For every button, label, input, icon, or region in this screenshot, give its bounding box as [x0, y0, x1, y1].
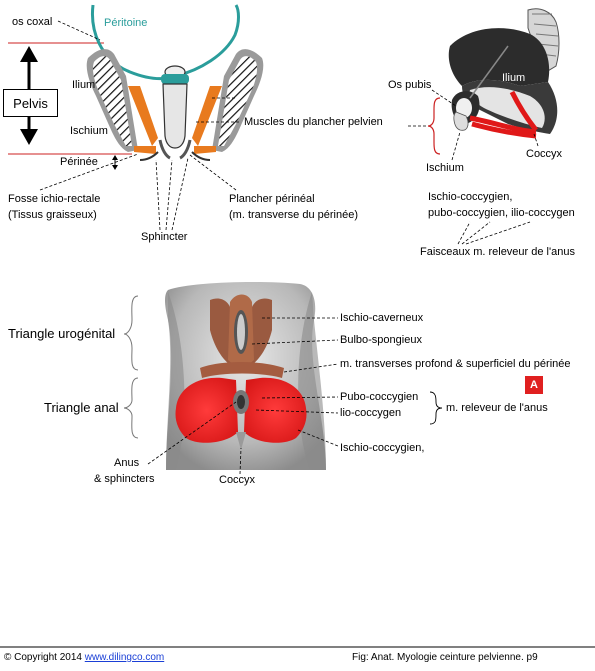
bulbo-spongieux-label: Bulbo-spongieux [340, 334, 422, 346]
os-pubis-label: Os pubis [388, 79, 432, 91]
transverse-perinee-label: (m. transverse du périnée) [229, 209, 358, 221]
pubo-coccygien-label: Pubo-coccygien [340, 391, 419, 403]
figure-caption: Fig: Anat. Myologie ceinture pelvienne. … [352, 652, 538, 663]
ischium-label: Ischium [70, 125, 108, 137]
ischio-coccygien-perineum-label: Ischio-coccygien, [340, 442, 425, 454]
ischium-side-label: Ischium [426, 162, 464, 174]
plancher-perineal-label: Plancher périnéal [229, 193, 315, 205]
releveur-anus-label: m. releveur de l'anus [446, 402, 548, 414]
ischio-caverneux-label: Ischio-caverneux [340, 312, 424, 324]
figure-badge-a: A [525, 376, 543, 394]
ilium-label: Ilium [72, 79, 96, 91]
triangle-urogenital-label: Triangle urogénital [8, 326, 116, 341]
ischio-coccygien-label: Ischio-coccygien, [428, 191, 513, 203]
perineum-view [123, 282, 443, 475]
sphincter-label: Sphincter [141, 231, 188, 243]
peritoine-label: Péritoine [104, 17, 148, 29]
footer-copyright: © Copyright 2014 www.dilingco.com [4, 652, 164, 663]
perinee-label: Périnée [60, 156, 98, 168]
pelvis-side-view [408, 8, 560, 245]
pelvic-section-diagram [8, 4, 264, 231]
ilio-coccygen-label: lio-coccygen [340, 407, 402, 419]
ilium-side-label: Ilium [502, 72, 526, 84]
coccyx-perineum-label: Coccyx [219, 474, 256, 486]
copyright-text: © Copyright 2014 [4, 652, 82, 663]
sphincters-label: & sphincters [94, 473, 155, 485]
transverses-label: m. transverses profond & superficiel du … [340, 358, 571, 370]
pelvis-label-box: Pelvis [3, 89, 58, 117]
fosse-ischio-rectale-label: Fosse ichio-rectale [8, 193, 101, 205]
pubo-ilio-coccygien-label: pubo-coccygien, ilio-coccygen [428, 207, 575, 219]
faisceaux-label: Faisceaux m. releveur de l'anus [420, 246, 575, 258]
os-coxal-label: os coxal [12, 16, 53, 28]
site-link[interactable]: www.dilingco.com [84, 652, 165, 663]
tissus-graisseux-label: (Tissus graisseux) [8, 209, 97, 221]
anus-label: Anus [114, 457, 140, 469]
triangle-anal-label: Triangle anal [44, 400, 119, 415]
coccyx-side-label: Coccyx [526, 148, 563, 160]
muscles-plancher-label: Muscles du plancher pelvien [244, 116, 383, 128]
